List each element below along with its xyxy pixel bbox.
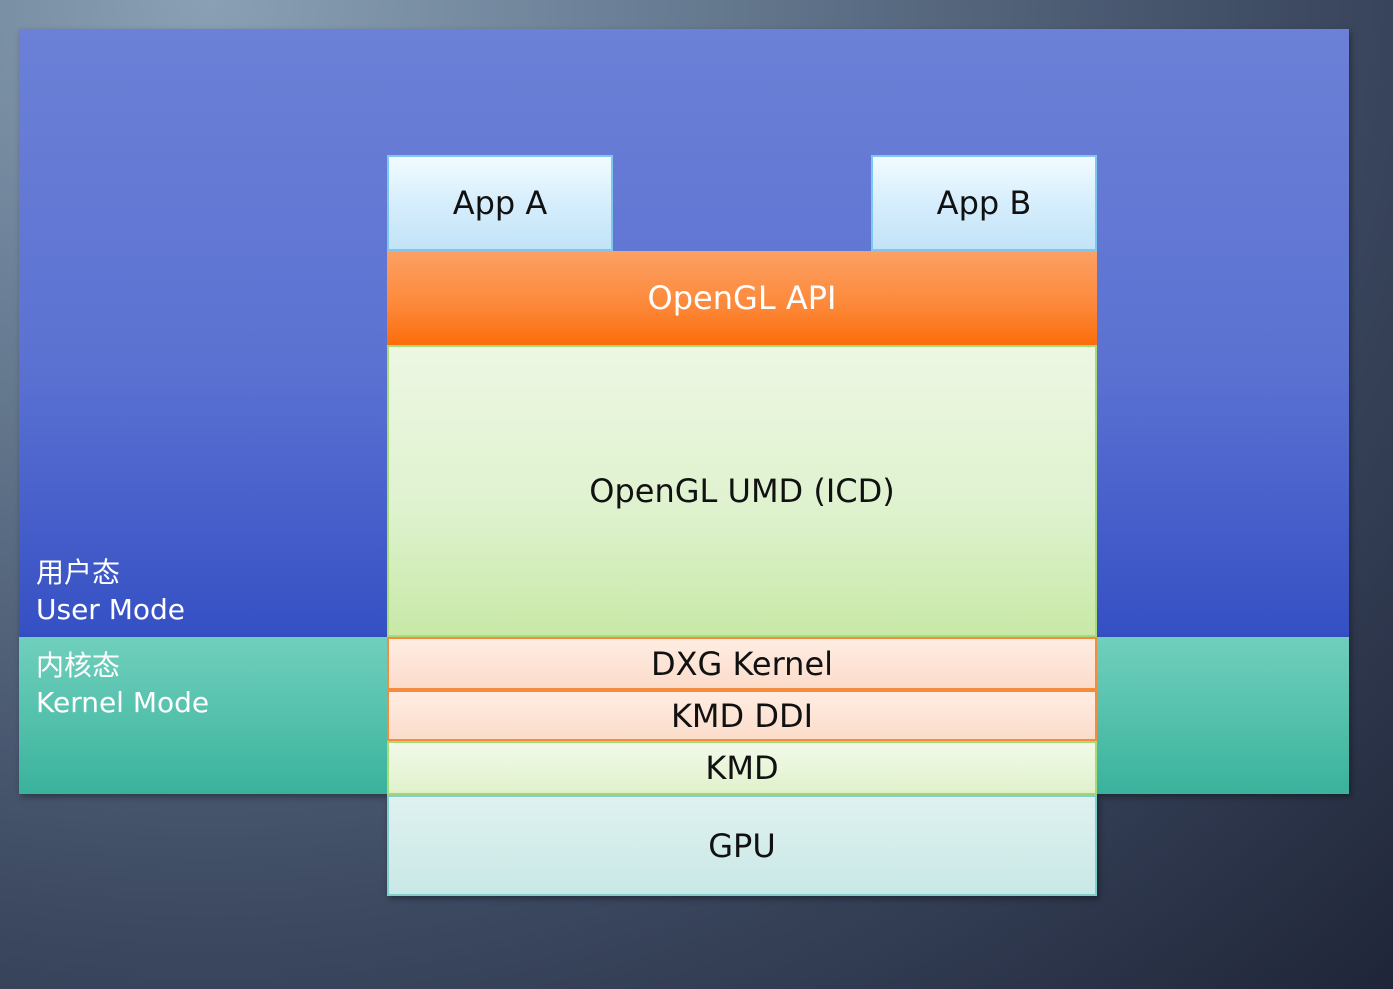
- dxg-kernel-label: DXG Kernel: [650, 644, 834, 683]
- kernel-mode-label-en: Kernel Mode: [36, 686, 210, 719]
- kmd-label: KMD: [705, 749, 779, 787]
- app-a-label: App A: [452, 184, 548, 222]
- gpu-label: GPU: [708, 826, 776, 865]
- kmd-ddi-layer: KMD DDI: [387, 690, 1097, 741]
- app-b-box: App B: [871, 155, 1097, 251]
- kmd-ddi-label: KMD DDI: [670, 696, 814, 735]
- user-mode-label: 用户态 User Mode: [36, 554, 185, 628]
- user-mode-label-en: User Mode: [36, 593, 186, 626]
- app-a-box: App A: [387, 155, 613, 251]
- kmd-layer: KMD: [387, 741, 1097, 795]
- user-mode-label-zh: 用户态: [36, 556, 121, 589]
- dxg-kernel-layer: DXG Kernel: [387, 637, 1097, 690]
- kernel-mode-label: 内核态 Kernel Mode: [36, 647, 209, 721]
- opengl-umd-label: OpenGL UMD (ICD): [589, 472, 895, 510]
- opengl-api-label: OpenGL API: [647, 279, 837, 317]
- opengl-umd-layer: OpenGL UMD (ICD): [387, 345, 1097, 637]
- opengl-api-layer: OpenGL API: [387, 251, 1097, 345]
- kernel-mode-label-zh: 内核态: [36, 649, 121, 682]
- gpu-layer: GPU: [387, 795, 1097, 896]
- app-b-label: App B: [936, 184, 1032, 222]
